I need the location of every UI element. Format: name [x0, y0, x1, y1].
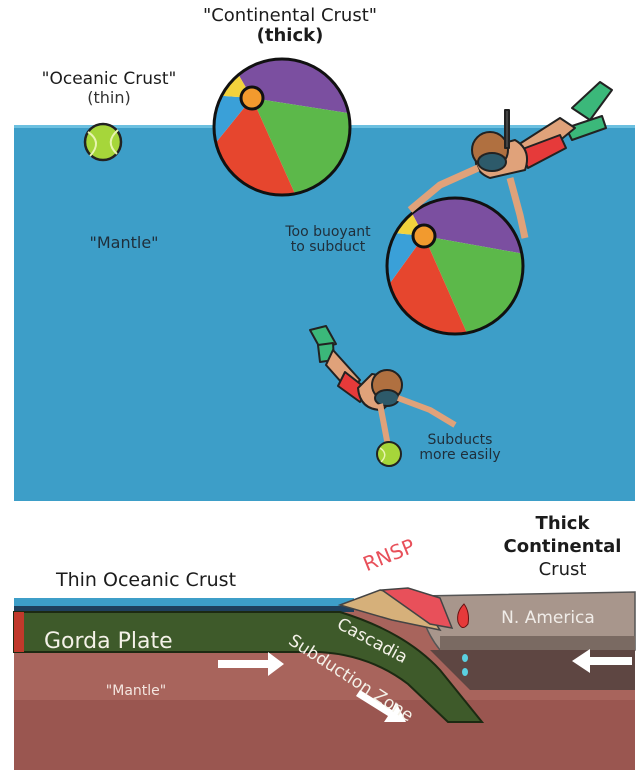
mantle-label-bottom: "Mantle" — [86, 684, 186, 699]
thin-oceanic-crust-label: Thin Oceanic Crust — [56, 570, 296, 591]
tennis-ball-floating — [85, 124, 121, 160]
beach-ball-floating — [210, 55, 360, 205]
thick-line2: Continental — [490, 537, 635, 557]
thick-line1: Thick — [490, 514, 635, 534]
thick-line3: Crust — [490, 560, 635, 580]
north-america-label: N. America — [478, 609, 618, 628]
beach-ball-submerged — [385, 195, 530, 340]
thick-continental-crust-label: Thick Continental Crust — [490, 514, 635, 579]
gorda-plate-label: Gorda Plate — [44, 630, 224, 654]
tennis-ball-held — [377, 442, 401, 466]
snorkeler-lower — [310, 326, 455, 446]
